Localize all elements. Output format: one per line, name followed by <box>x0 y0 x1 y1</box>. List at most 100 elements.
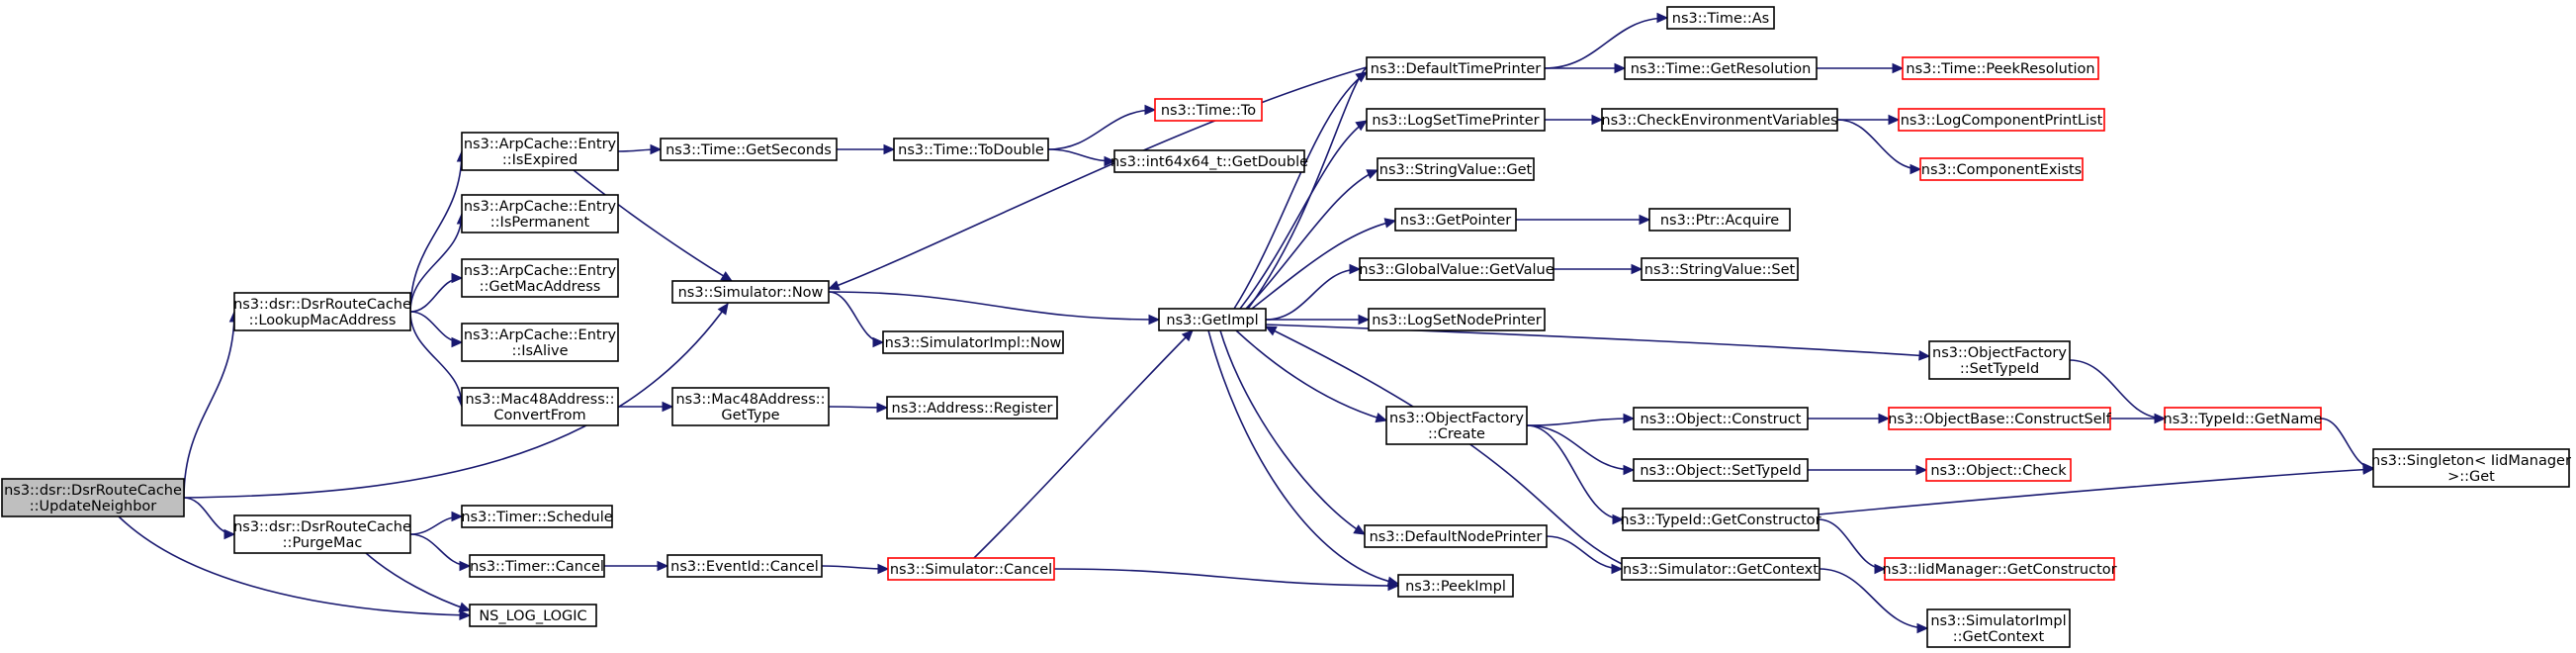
node-box-typeidgetctor <box>1622 508 1820 531</box>
node-box-simgetctx <box>1621 557 1821 581</box>
node-label-timercancel-0: ns3::Timer::Cancel <box>470 559 604 575</box>
node-gettype[interactable]: ns3::Mac48Address::GetType <box>671 387 830 426</box>
node-objsettypeid[interactable]: ns3::Object::SetTypeId <box>1633 458 1809 482</box>
node-getimpl[interactable]: ns3::GetImpl <box>1158 308 1267 331</box>
node-logsetnode[interactable]: ns3::LogSetNodePrinter <box>1368 308 1546 331</box>
node-root[interactable]: ns3::dsr::DsrRouteCache::UpdateNeighbor <box>1 478 185 517</box>
node-stringvalueset[interactable]: ns3::StringValue::Set <box>1641 257 1799 281</box>
node-constructself[interactable]: ns3::ObjectBase::ConstructSelf <box>1888 407 2112 430</box>
edge-ofcreate-to-objsettypeid <box>1526 424 1636 476</box>
edge-simgetctx-to-simimplctx <box>1819 568 1929 634</box>
node-typeidgetctor[interactable]: ns3::TypeId::GetConstructor <box>1620 508 1821 531</box>
node-logcomplist[interactable]: ns3::LogComponentPrintList <box>1898 108 2105 132</box>
node-lookupmac[interactable]: ns3::dsr::DsrRouteCache::LookupMacAddres… <box>233 292 411 331</box>
node-typeidgetname[interactable]: ns3::TypeId::GetName <box>2164 407 2323 430</box>
node-box-simcancel <box>887 557 1055 581</box>
node-label-purgemac-1: ::PurgeMac <box>283 535 363 551</box>
node-timeto[interactable]: ns3::Time::To <box>1154 98 1263 122</box>
node-objconstruct[interactable]: ns3::Object::Construct <box>1633 407 1809 430</box>
edge-getimpl-to-simnow <box>827 65 1370 310</box>
node-addrreg[interactable]: ns3::Address::Register <box>886 396 1058 420</box>
node-isalive[interactable]: ns3::ArpCache::Entry::IsAlive <box>461 323 619 362</box>
node-label-iidgetctor-0: ns3::IidManager::GetConstructor <box>1882 562 2116 578</box>
node-ofsettypeid[interactable]: ns3::ObjectFactory::SetTypeId <box>1928 340 2071 380</box>
node-todouble[interactable]: ns3::Time::ToDouble <box>893 138 1049 161</box>
node-nslog[interactable]: NS_LOG_LOGIC <box>469 604 597 627</box>
node-simimplctx[interactable]: ns3::SimulatorImpl::GetContext <box>1926 608 2071 648</box>
node-box-peekimpl <box>1397 574 1514 598</box>
edge-root-to-simnow <box>182 303 729 499</box>
node-label-logsettime-0: ns3::LogSetTimePrinter <box>1372 113 1539 129</box>
node-label-ofcreate-1: ::Create <box>1428 426 1485 442</box>
edge-simnow-to-simimplnow <box>828 291 885 348</box>
node-getpointer[interactable]: ns3::GetPointer <box>1394 208 1517 232</box>
node-ispermanent[interactable]: ns3::ArpCache::Entry::IsPermanent <box>461 194 619 233</box>
node-singletonget[interactable]: ns3::Singleton< IidManager>::Get <box>2371 448 2571 488</box>
edge-getimpl-to-getpointer <box>1251 218 1397 310</box>
node-simgetctx[interactable]: ns3::Simulator::GetContext <box>1621 557 1821 581</box>
node-compexists[interactable]: ns3::ComponentExists <box>1919 157 2084 181</box>
node-label-peekres-0: ns3::Time::PeekResolution <box>1906 61 2094 77</box>
node-box-stringvalueset <box>1641 257 1799 281</box>
node-getresolution[interactable]: ns3::Time::GetResolution <box>1624 56 1818 80</box>
node-box-simimplctx <box>1926 608 2071 648</box>
node-label-objsettypeid-0: ns3::Object::SetTypeId <box>1640 463 1801 479</box>
node-ptracquire[interactable]: ns3::Ptr::Acquire <box>1648 208 1791 232</box>
node-label-root-1: ::UpdateNeighbor <box>30 499 157 514</box>
node-label-logsetnode-0: ns3::LogSetNodePrinter <box>1372 313 1542 328</box>
node-peekimpl[interactable]: ns3::PeekImpl <box>1397 574 1514 598</box>
node-deftimeprinter[interactable]: ns3::DefaultTimePrinter <box>1366 56 1546 80</box>
node-box-int64get <box>1113 149 1305 173</box>
node-objcheck[interactable]: ns3::Object::Check <box>1925 458 2072 482</box>
node-simimplnow[interactable]: ns3::SimulatorImpl::Now <box>882 330 1064 354</box>
node-box-constructself <box>1888 407 2111 430</box>
node-label-ispermanent-0: ns3::ArpCache::Entry <box>464 199 617 215</box>
node-label-convertfrom-0: ns3::Mac48Address:: <box>465 392 614 408</box>
edge-todouble-to-timeto <box>1047 104 1157 150</box>
node-box-simimplnow <box>882 330 1064 354</box>
node-logsettime[interactable]: ns3::LogSetTimePrinter <box>1366 108 1546 132</box>
node-globalget[interactable]: ns3::GlobalValue::GetValue <box>1359 257 1554 281</box>
node-timeas[interactable]: ns3::Time::As <box>1666 6 1775 30</box>
node-convertfrom[interactable]: ns3::Mac48Address::ConvertFrom <box>461 387 619 426</box>
node-label-constructself-0: ns3::ObjectBase::ConstructSelf <box>1888 412 2111 427</box>
node-label-typeidgetname-0: ns3::TypeId::GetName <box>2164 412 2323 427</box>
node-simnow[interactable]: ns3::Simulator::Now <box>671 280 830 304</box>
edge-getimpl-to-ofcreate <box>1235 329 1388 423</box>
node-label-globalget-0: ns3::GlobalValue::GetValue <box>1359 262 1554 278</box>
edge-getimpl-to-logsettime <box>1239 120 1369 310</box>
node-defnodeprinter[interactable]: ns3::DefaultNodePrinter <box>1364 524 1548 548</box>
edge-root-to-lookupmac <box>183 310 240 499</box>
edge-getimpl-to-stringvalueget <box>1245 169 1379 310</box>
node-eventcancel[interactable]: ns3::EventId::Cancel <box>666 554 823 578</box>
edge-typeidgetname-to-singletonget <box>2320 418 2375 474</box>
node-int64get[interactable]: ns3::int64x64_t::GetDouble <box>1110 149 1308 173</box>
node-box-isexpired <box>461 132 619 171</box>
node-box-todouble <box>893 138 1049 161</box>
node-simcancel[interactable]: ns3::Simulator::Cancel <box>887 557 1055 581</box>
node-iidgetctor[interactable]: ns3::IidManager::GetConstructor <box>1882 557 2117 581</box>
edge-root-to-purgemac <box>183 497 236 540</box>
node-label-ptracquire-0: ns3::Ptr::Acquire <box>1660 213 1779 229</box>
node-label-simnow-0: ns3::Simulator::Now <box>678 285 824 301</box>
edge-ofcreate-to-typeidgetctor <box>1526 424 1625 525</box>
node-purgemac[interactable]: ns3::dsr::DsrRouteCache::PurgeMac <box>233 514 411 554</box>
node-getseconds[interactable]: ns3::Time::GetSeconds <box>660 138 838 161</box>
node-isexpired[interactable]: ns3::ArpCache::Entry::IsExpired <box>461 132 619 171</box>
node-peekres[interactable]: ns3::Time::PeekResolution <box>1902 56 2099 80</box>
node-timerschedule[interactable]: ns3::Timer::Schedule <box>461 505 613 528</box>
node-label-isalive-1: ::IsAlive <box>511 343 568 359</box>
edge-lookupmac-to-isalive <box>409 311 464 348</box>
edge-getseconds-to-todouble <box>837 143 896 155</box>
node-stringvalueget[interactable]: ns3::StringValue::Get <box>1377 157 1535 181</box>
node-checkenv[interactable]: ns3::CheckEnvironmentVariables <box>1601 108 1838 132</box>
node-timercancel[interactable]: ns3::Timer::Cancel <box>469 554 605 578</box>
node-label-ofsettypeid-0: ns3::ObjectFactory <box>1932 345 2067 361</box>
node-getmac[interactable]: ns3::ArpCache::Entry::GetMacAddress <box>461 258 619 298</box>
node-box-iidgetctor <box>1884 557 2115 581</box>
node-label-lookupmac-1: ::LookupMacAddress <box>249 313 397 328</box>
node-box-objcheck <box>1925 458 2072 482</box>
node-label-convertfrom-1: ConvertFrom <box>493 408 585 423</box>
node-ofcreate[interactable]: ns3::ObjectFactory::Create <box>1385 406 1528 445</box>
edge-timercancel-to-eventcancel <box>603 560 669 572</box>
